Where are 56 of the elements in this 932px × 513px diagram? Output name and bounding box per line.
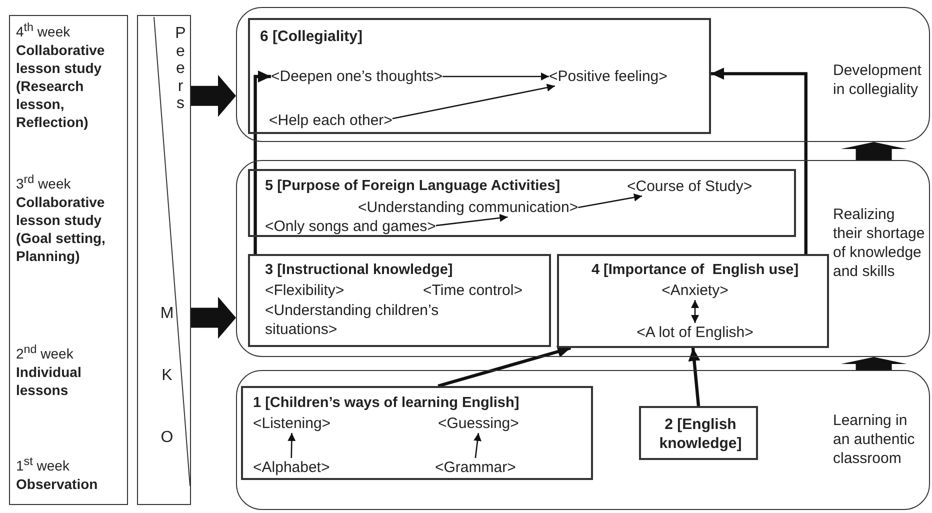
concept-label: <Grammar> [435,458,516,477]
arrow [288,432,296,458]
concept-label: <Course of Study> [627,177,752,196]
category-box [639,406,758,460]
arrow [438,346,572,388]
category-title: 5 [Purpose of Foreign Language Activities] [265,177,560,196]
stage-panel [236,160,930,357]
concept-label: <Positive feeling> [549,67,668,86]
category-box [248,169,796,237]
concept-label: <Deepen one’s thoughts> [271,67,443,86]
stage-panel [236,7,930,142]
category-box [241,386,593,480]
vertical-letters: MKO [159,304,175,448]
week-label: 1$^{st}$ week Observation [16,454,99,493]
category-title: 3 [Instructional knowledge] [265,261,453,280]
arrow [691,300,699,323]
block-arrow [840,357,907,370]
stage-caption: Learning in an authentic classroom [833,411,916,468]
stage-caption: Realizing their shortage of knowledge and skills [833,205,925,281]
arrow [436,214,508,226]
week-label: 4$^{th}$ week Collaborative lesson study (Research lesson, Reflection) [16,20,106,131]
arrow [711,68,808,254]
category-title: 6 [Collegiality] [260,27,363,46]
category-title: 4 [Importance of English use] [590,261,800,280]
arrow [392,84,556,120]
concept-label: <Understanding communication> [358,198,578,217]
concept-label: <Understanding children’s situations> [265,301,440,339]
concept-label: <Listening> [253,414,331,433]
block-arrow [191,74,236,117]
concept-label: <Flexibility> [265,281,344,300]
arrow [442,72,549,80]
category-box [557,254,829,348]
concept-label: <A lot of English> [636,323,754,342]
block-arrow [191,296,236,339]
category-title: 2 [English knowledge] [658,415,743,453]
week-label: 2$^{nd}$ week Individual lessons [16,342,82,399]
concept-label: <Guessing> [438,414,519,433]
arrow [578,193,642,208]
stage-caption: Development in collegiality [833,61,922,99]
concept-label: <Time control> [423,281,522,300]
category-box [248,18,711,134]
category-box [248,254,551,347]
concept-label: <Only songs and games> [265,217,436,236]
arrow [254,70,271,254]
scaffold-column [137,15,191,505]
week-label: 3$^{rd}$ week Collaborative lesson study (Goal setting, Planning) [16,172,106,265]
vertical-letters: Peers [175,25,186,112]
arrow [688,348,700,406]
concept-label: <Help each other> [269,111,392,130]
concept-label: <Alphabet> [253,458,330,477]
arrow [474,432,482,458]
timeline-box [9,15,128,505]
stage-panel [236,370,930,510]
block-arrow [840,142,907,160]
category-title: 1 [Children’s ways of learning English] [253,394,520,413]
concept-label: <Anxiety> [662,281,728,300]
